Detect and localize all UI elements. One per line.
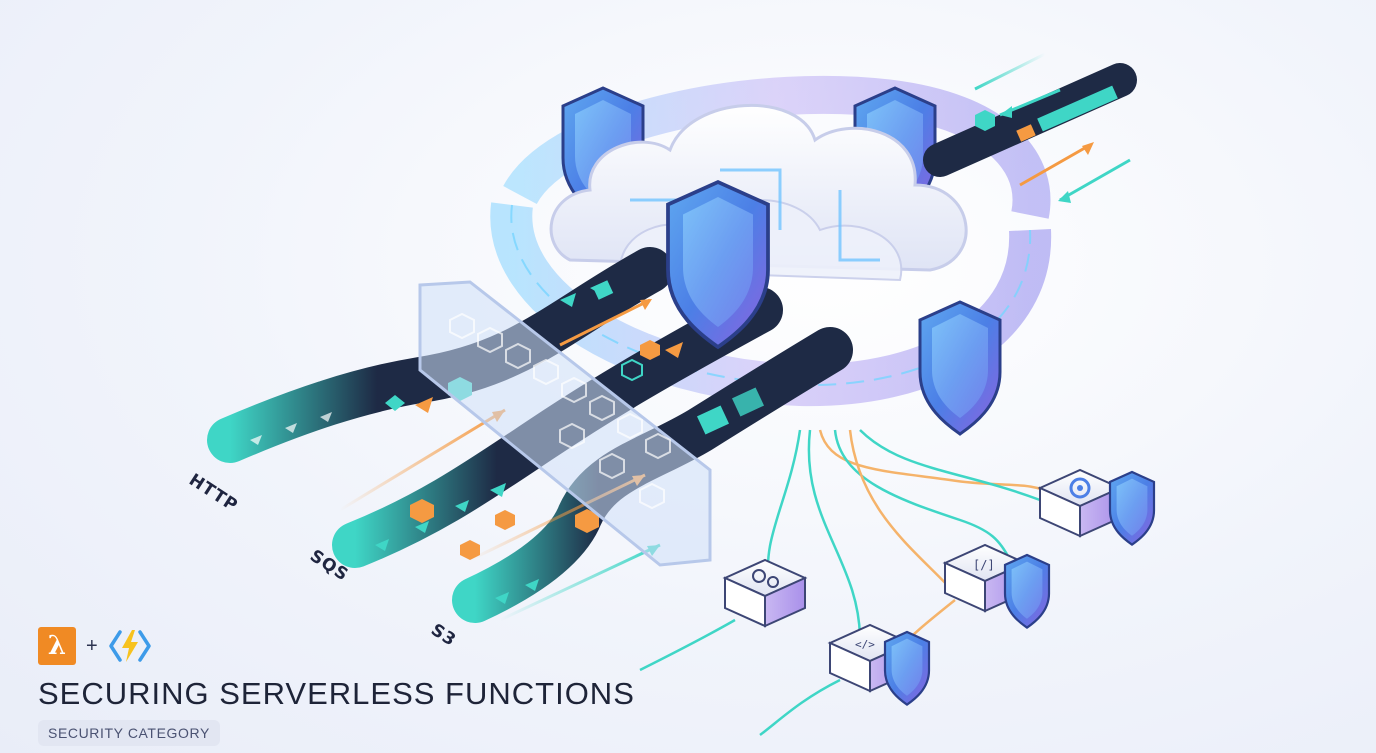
brand-logos: λ + xyxy=(38,626,152,666)
svg-text:[/]: [/] xyxy=(973,558,995,572)
page-title: SECURING SERVERLESS FUNCTIONS xyxy=(38,676,635,711)
shield-icon xyxy=(666,179,770,350)
shield-icon xyxy=(1003,553,1051,629)
svg-text:</>: </> xyxy=(855,638,875,651)
plus-sign: + xyxy=(86,634,98,657)
aws-lambda-icon: λ xyxy=(38,627,76,665)
firewall-panel xyxy=(418,280,712,567)
category-badge: SECURITY CATEGORY xyxy=(38,720,220,746)
function-node-code: [/] xyxy=(942,543,1028,613)
azure-functions-icon xyxy=(108,630,151,662)
shield-icon xyxy=(918,300,1002,436)
function-node-gears xyxy=(722,558,808,628)
incoming-stream-right xyxy=(923,52,1137,203)
shield-icon xyxy=(1108,470,1156,546)
shield-icon xyxy=(883,630,931,706)
function-node-gear xyxy=(1037,468,1123,538)
lambda-glyph: λ xyxy=(47,631,67,661)
